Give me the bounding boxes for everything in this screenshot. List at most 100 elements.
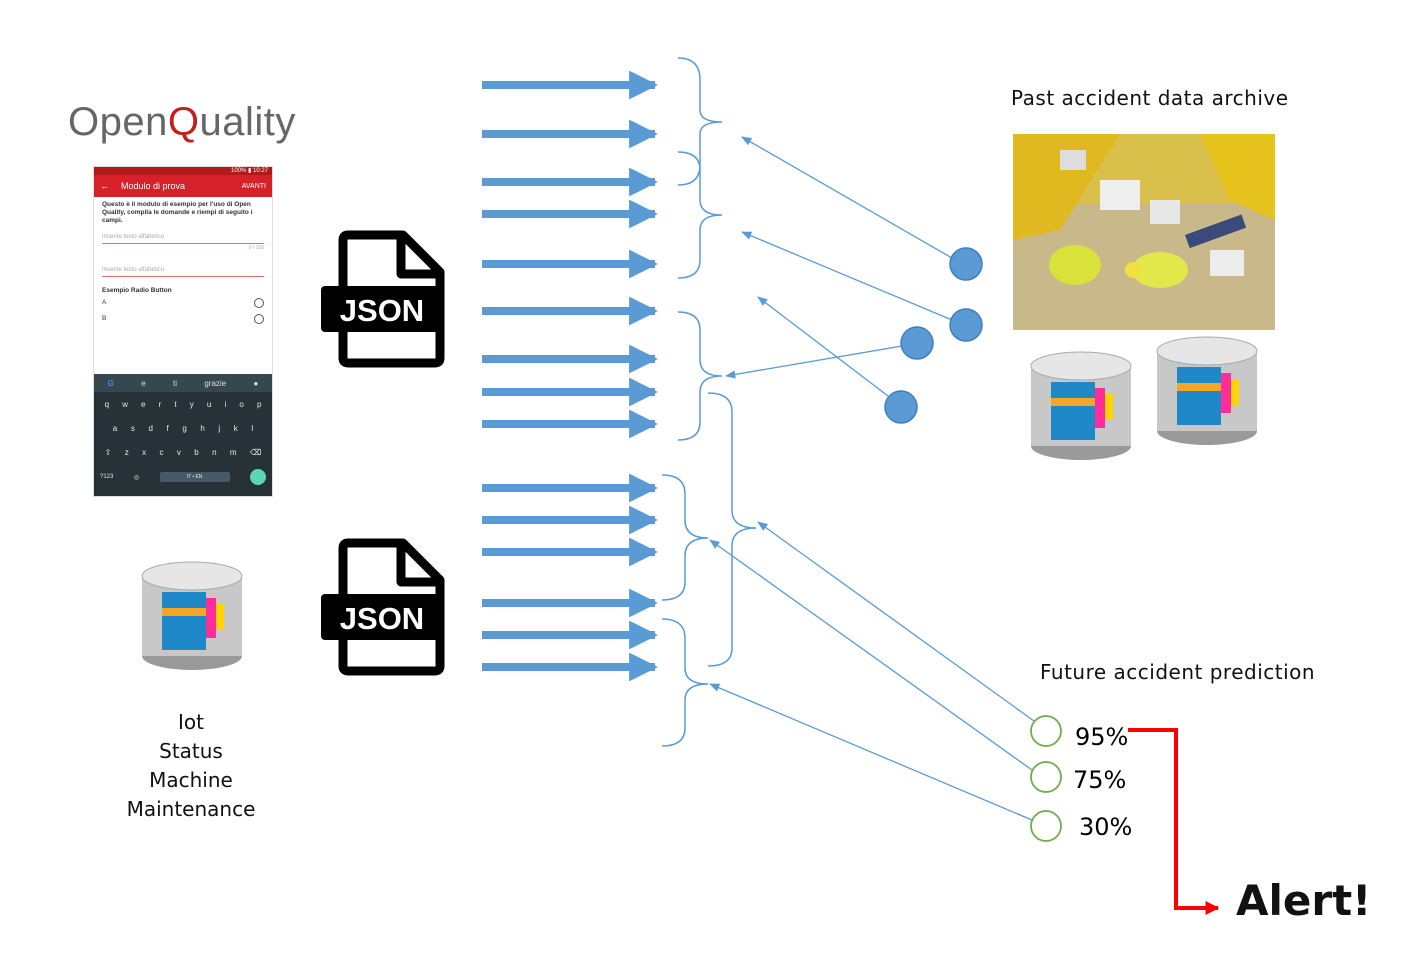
key[interactable]: s: [130, 423, 135, 433]
key[interactable]: t: [174, 399, 177, 409]
key[interactable]: e: [141, 399, 146, 409]
key[interactable]: q: [104, 399, 110, 409]
suggestion[interactable]: ti: [173, 378, 177, 388]
prediction-node: [1030, 715, 1062, 747]
archive-node: [900, 326, 934, 360]
brackets: [661, 57, 757, 747]
database-icon: [1156, 336, 1258, 445]
key[interactable]: p: [256, 399, 262, 409]
prediction-nodes: [1030, 715, 1062, 842]
key[interactable]: z: [124, 447, 129, 457]
json-file-icon: JSON: [321, 538, 445, 676]
suggestion[interactable]: grazie: [204, 378, 227, 388]
key[interactable]: r: [158, 399, 162, 409]
link-arrow: [709, 539, 1033, 771]
key[interactable]: u: [206, 399, 212, 409]
bracket: [661, 474, 709, 601]
google-icon[interactable]: G: [107, 378, 114, 388]
prediction-node: [1030, 810, 1062, 842]
logo-part2: Q: [167, 100, 200, 144]
link-arrow: [757, 521, 1035, 722]
iot-label: Iot: [178, 710, 204, 734]
bracket: [677, 311, 723, 441]
key[interactable]: y: [189, 399, 194, 409]
bracket: [677, 151, 723, 279]
spacebar[interactable]: IT • EN: [159, 472, 230, 482]
openquality-logo: OpenQuality: [68, 100, 296, 145]
keyboard-row-3: ⇧ z x c v b n m ⌫: [94, 440, 272, 464]
key[interactable]: d: [148, 423, 153, 433]
key[interactable]: b: [194, 447, 199, 457]
link-arrow: [741, 136, 953, 259]
key[interactable]: k: [233, 423, 238, 433]
bracket: [661, 618, 709, 747]
back-arrow-icon[interactable]: ←: [100, 181, 109, 191]
radio-circle-icon[interactable]: [254, 314, 264, 324]
link-arrow: [741, 231, 953, 321]
key-numbers[interactable]: ?123: [100, 474, 114, 480]
accident-photo: [1013, 134, 1275, 330]
key[interactable]: f: [166, 423, 169, 433]
key[interactable]: a: [112, 423, 118, 433]
phone-keyboard: G e ti grazie ● q w e r t y u i o p a s d f g h j k l ⇧ z…: [94, 374, 272, 496]
phone-field-1[interactable]: Inserire testo alfabetico: [102, 233, 264, 244]
prediction-links: [709, 521, 1035, 821]
prediction-75: 75%: [1073, 766, 1126, 794]
logo-part1: Open: [68, 100, 168, 144]
key[interactable]: h: [200, 423, 205, 433]
phone-field-count: 0 / 100: [248, 245, 264, 251]
prediction-node: [1030, 761, 1062, 793]
link-arrow: [757, 296, 889, 397]
key[interactable]: j: [218, 423, 221, 433]
json-file-icon: JSON: [321, 230, 445, 368]
radio-circle-icon[interactable]: [254, 298, 264, 308]
key[interactable]: g: [182, 423, 187, 433]
link-arrow: [709, 683, 1033, 821]
bracket: [677, 57, 723, 186]
phone-radio-b[interactable]: B: [102, 311, 264, 327]
backspace-icon[interactable]: ⌫: [249, 447, 262, 457]
phone-description: Questo è il modulo di esempio per l'uso …: [102, 201, 253, 224]
suggestion[interactable]: e: [141, 378, 146, 388]
phone-title: Modulo di prova: [121, 181, 186, 191]
key[interactable]: m: [229, 447, 237, 457]
key[interactable]: n: [212, 447, 217, 457]
phone-radio-a[interactable]: A: [102, 295, 264, 311]
key[interactable]: w: [122, 399, 128, 409]
prediction-95: 95%: [1075, 723, 1128, 751]
phone-status-bar: 100% ▮ 10:27: [94, 167, 272, 175]
maintenance-label: Maintenance: [126, 797, 256, 821]
past-archive-title: Past accident data archive: [1011, 86, 1289, 110]
keyboard-bottom-row: ?123 ◎ IT • EN: [94, 464, 272, 490]
phone-app-bar: ← Modulo di prova AVANTI: [94, 175, 272, 197]
shift-icon[interactable]: ⇧: [104, 447, 112, 457]
database-icon: [1030, 351, 1132, 460]
phone-screenshot: 100% ▮ 10:27 ← Modulo di prova AVANTI Qu…: [94, 167, 272, 496]
key[interactable]: o: [239, 399, 244, 409]
iot-labels: Iot Status Machine Maintenance: [100, 708, 282, 824]
archive-links: [724, 136, 953, 397]
key[interactable]: c: [159, 447, 164, 457]
enter-icon[interactable]: [249, 469, 266, 485]
key[interactable]: l: [251, 423, 254, 433]
archive-node: [949, 247, 983, 281]
link-arrow: [724, 345, 903, 379]
archive-node: [949, 308, 983, 342]
key[interactable]: i: [224, 399, 227, 409]
phone-field-2[interactable]: Inserire testo alfabetico: [102, 266, 264, 277]
bracket: [707, 392, 757, 667]
key[interactable]: x: [142, 447, 147, 457]
future-prediction-title: Future accident prediction: [1040, 660, 1316, 684]
phone-action-button[interactable]: AVANTI: [241, 182, 266, 190]
json-label-1: JSON: [340, 293, 424, 328]
status-label: Status: [159, 739, 223, 763]
archive-node: [884, 390, 918, 424]
globe-icon[interactable]: ◎: [133, 474, 140, 481]
json-label-2: JSON: [340, 601, 424, 636]
archive-nodes: [884, 247, 983, 424]
mic-icon[interactable]: ●: [253, 378, 259, 388]
key[interactable]: v: [176, 447, 181, 457]
